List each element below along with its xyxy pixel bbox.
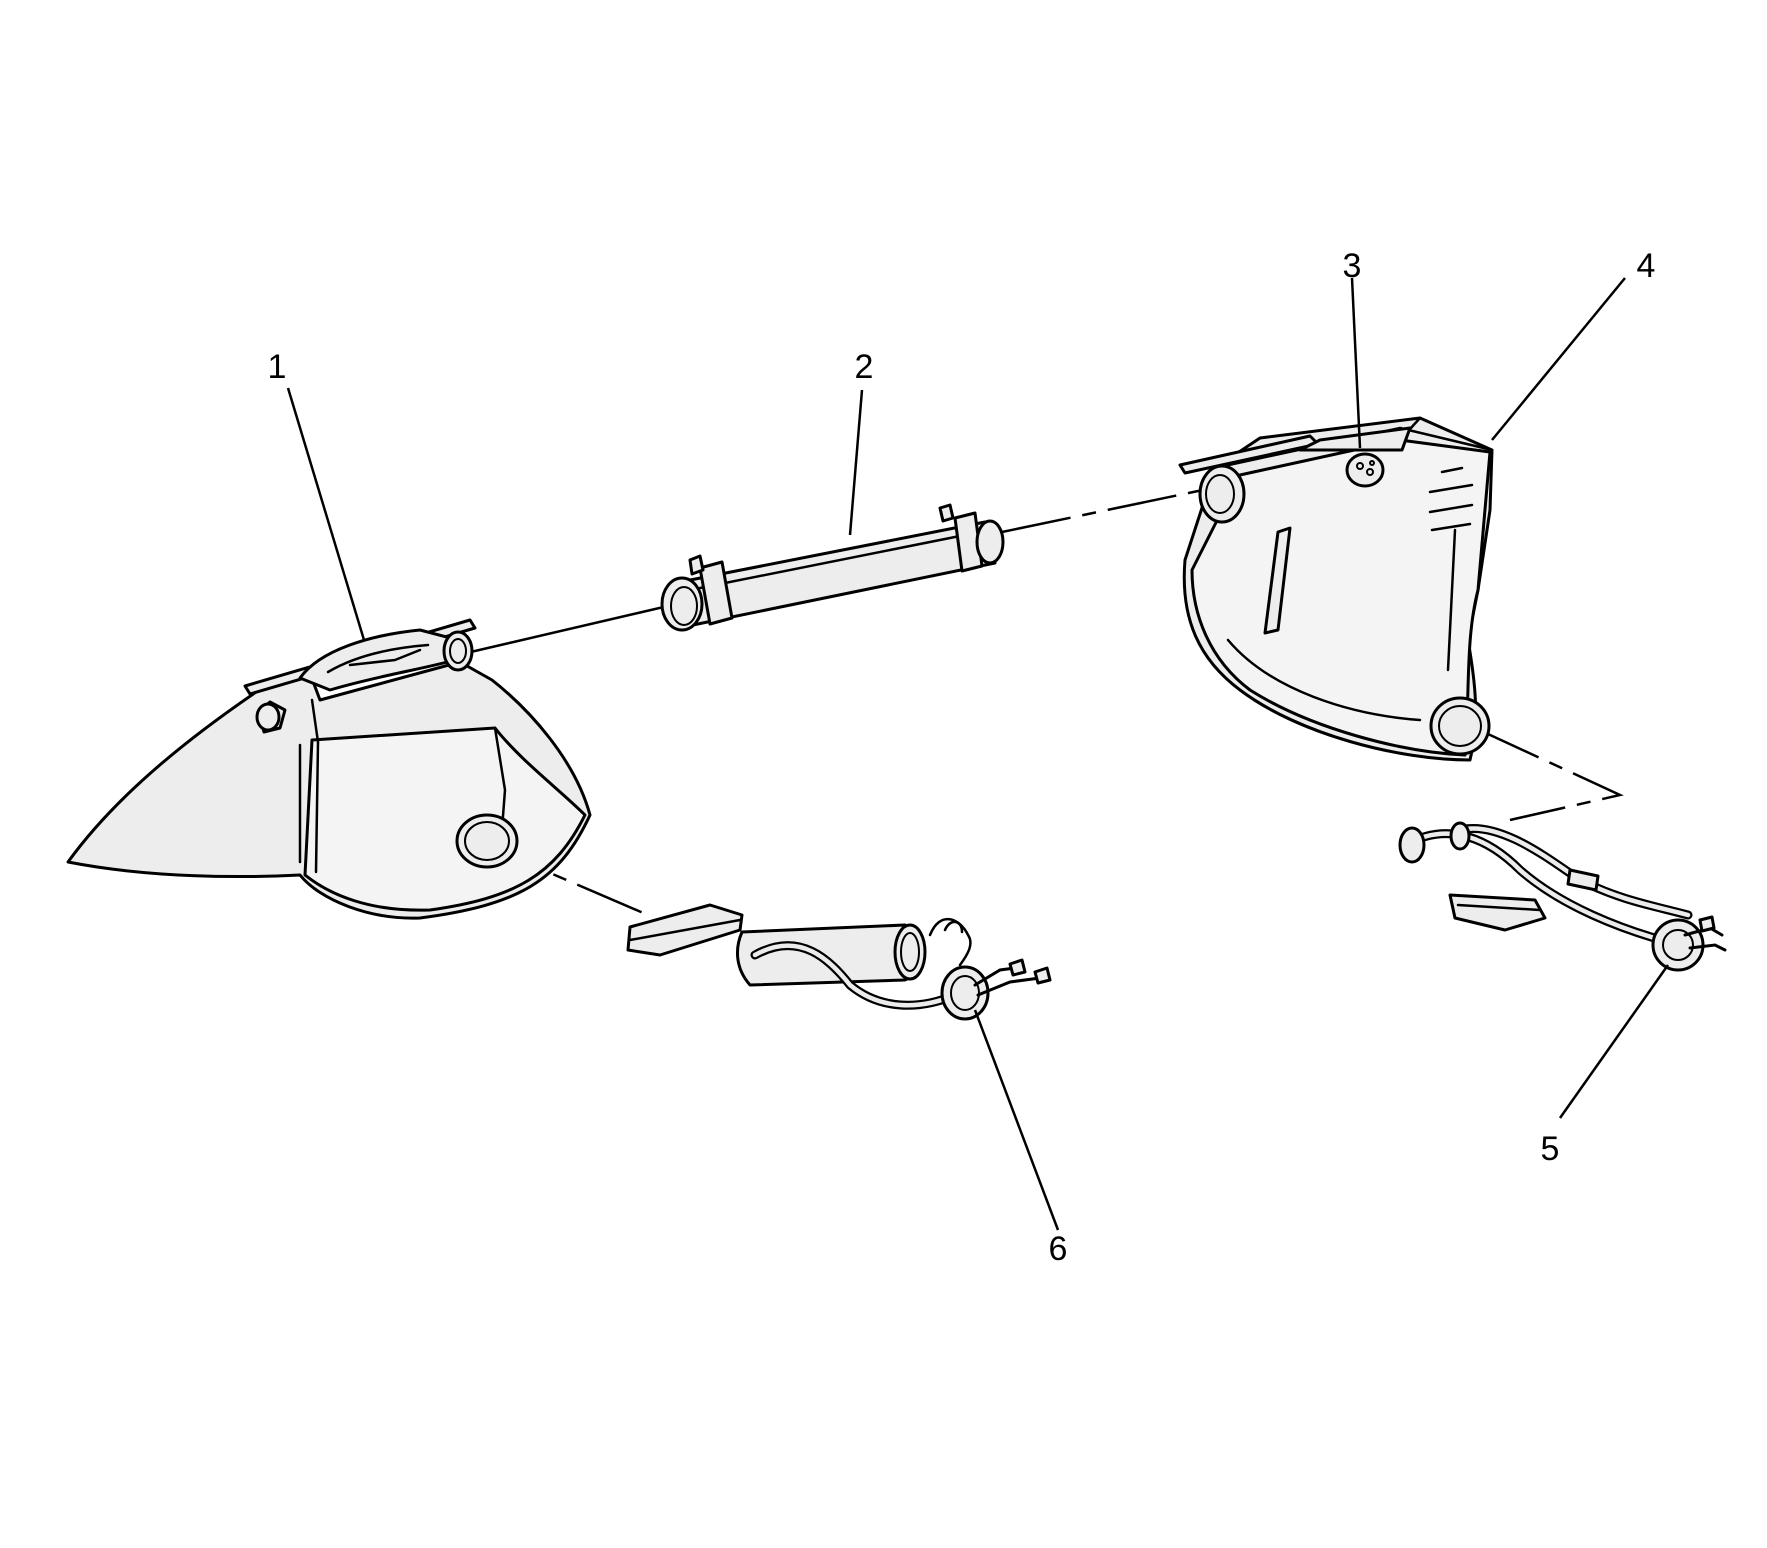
callout-5: 5 xyxy=(1541,1130,1560,1168)
left-housing xyxy=(66,618,592,920)
leader-lines xyxy=(286,277,1670,1231)
callout-4: 4 xyxy=(1637,247,1656,285)
right-housing xyxy=(1178,416,1494,762)
left-hose-assembly xyxy=(626,903,1052,1021)
center-tube xyxy=(660,503,1005,632)
callout-2: 2 xyxy=(855,348,874,386)
callout-labels: 1 2 3 4 5 6 xyxy=(268,247,1656,1268)
callout-3: 3 xyxy=(1343,247,1362,285)
right-hose-assembly xyxy=(1398,821,1727,972)
callout-1: 1 xyxy=(268,348,287,386)
callout-6: 6 xyxy=(1049,1230,1068,1268)
